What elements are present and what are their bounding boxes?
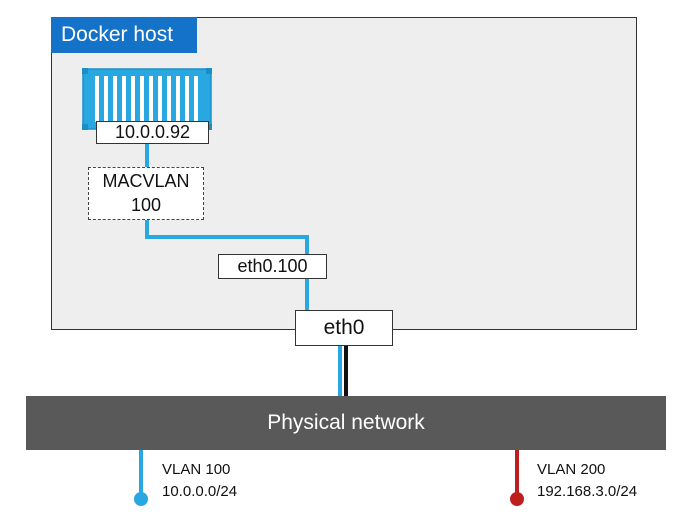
vlan200-line bbox=[515, 450, 519, 498]
subinterface-box: eth0.100 bbox=[218, 254, 327, 279]
vlan100-endpoint-icon bbox=[134, 492, 148, 506]
vlan100-name: VLAN 100 bbox=[162, 461, 231, 478]
link-container-macvlan bbox=[145, 144, 149, 168]
link-eth0-physical-black bbox=[344, 346, 348, 397]
link-to-subinterface bbox=[305, 235, 309, 255]
container-ip-label: 10.0.0.92 bbox=[96, 121, 209, 144]
macvlan-box: MACVLAN 100 bbox=[88, 167, 204, 220]
container-icon bbox=[82, 68, 212, 130]
vlan100-subnet: 10.0.0.0/24 bbox=[162, 483, 238, 500]
link-macvlan-down bbox=[145, 220, 149, 239]
link-eth0-physical-blue bbox=[338, 346, 342, 397]
docker-host-title: Docker host bbox=[51, 17, 197, 53]
macvlan-label: MACVLAN bbox=[102, 171, 190, 191]
vlan200-subnet: 192.168.3.0/24 bbox=[537, 483, 638, 500]
physical-network-bar: Physical network bbox=[26, 396, 666, 450]
link-horizontal bbox=[145, 235, 309, 239]
vlan100-line bbox=[139, 450, 143, 498]
vlan200-endpoint-icon bbox=[510, 492, 524, 506]
link-subinterface-eth0 bbox=[305, 279, 309, 311]
macvlan-id: 100 bbox=[130, 195, 162, 215]
vlan200-name: VLAN 200 bbox=[537, 461, 606, 478]
eth0-box: eth0 bbox=[295, 310, 393, 346]
